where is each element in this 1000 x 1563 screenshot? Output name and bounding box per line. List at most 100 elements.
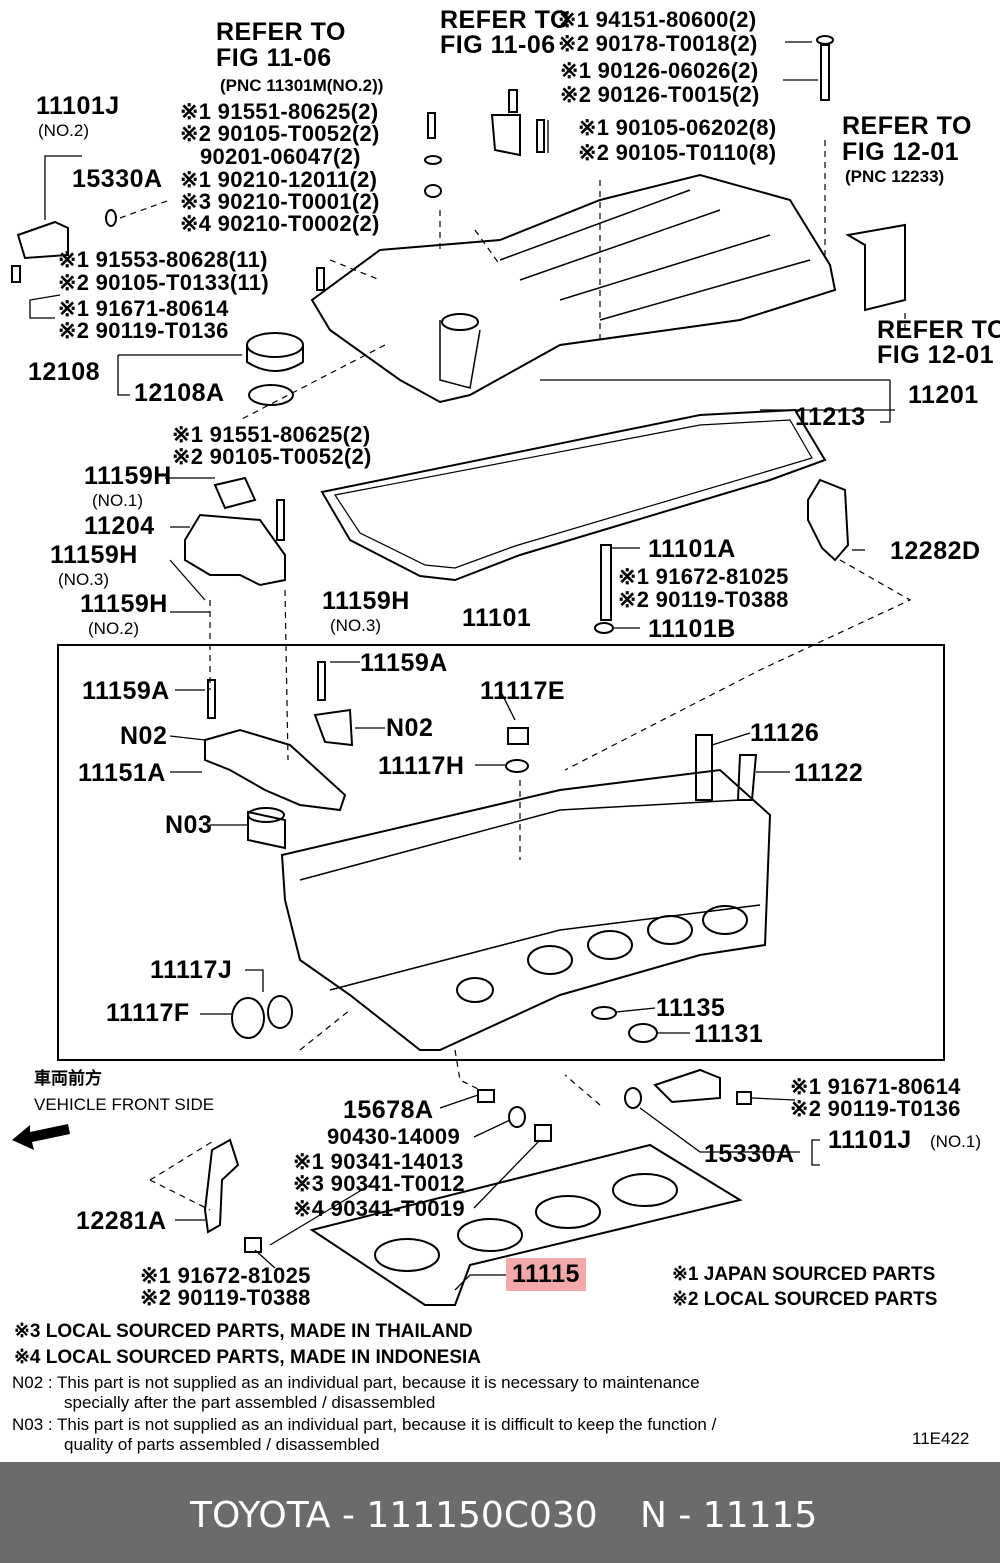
part-number-label[interactable]: 11101J bbox=[36, 92, 120, 120]
part-number-label[interactable]: ※1 90105-06202(8) bbox=[578, 115, 777, 140]
part-number-label[interactable]: ※1 91671-80614 bbox=[58, 296, 229, 321]
part-note-n02: N02 bbox=[386, 714, 434, 742]
part-number-label[interactable]: 11135 bbox=[656, 994, 726, 1022]
part-number-label[interactable]: ※1 91672-81025 bbox=[140, 1263, 311, 1288]
part-number-label[interactable]: 12282D bbox=[890, 537, 981, 565]
part-number-label[interactable]: ※2 90126-T0015(2) bbox=[560, 82, 760, 107]
lash-adjuster bbox=[247, 810, 286, 850]
part-number-label[interactable]: ※3 90341-T0012 bbox=[293, 1171, 465, 1196]
part-number-label[interactable]: ※1 90210-12011(2) bbox=[180, 167, 378, 192]
part-number-label[interactable]: 11159H bbox=[322, 587, 410, 615]
oil-filler-cap bbox=[246, 332, 304, 358]
part-number-label[interactable]: 11151A bbox=[78, 759, 166, 787]
part-number-label[interactable]: ※2 90119-T0388 bbox=[618, 587, 789, 612]
part-number-label[interactable]: 11117H bbox=[378, 752, 465, 780]
part-sub-label: (NO.1) bbox=[92, 491, 143, 510]
part-number-label[interactable]: 11159A bbox=[360, 649, 448, 677]
part-number-label[interactable]: ※2 90105-T0052(2) bbox=[172, 444, 372, 469]
part-number-label[interactable]: 11213 bbox=[795, 403, 866, 431]
refer-label: REFER TO bbox=[216, 18, 346, 46]
note-n03: N03 : This part is not supplied as an in… bbox=[12, 1415, 717, 1434]
refer-pnc-label: (PNC 12233) bbox=[845, 167, 945, 186]
part-number-label[interactable]: 11201 bbox=[908, 381, 979, 409]
part-number-label[interactable]: ※1 91553-80628(11) bbox=[58, 247, 268, 272]
part-number-label[interactable]: 11101 bbox=[462, 604, 532, 632]
part-number-label[interactable]: 11159H bbox=[84, 462, 172, 490]
part-number-label[interactable]: 11204 bbox=[84, 512, 155, 540]
part-number-label[interactable]: 11159H bbox=[50, 541, 138, 569]
part-number-label[interactable]: 11101B bbox=[648, 615, 736, 643]
refer-fig-label[interactable]: FIG 11-06 bbox=[216, 44, 332, 72]
part-number-label[interactable]: ※1 90126-06026(2) bbox=[560, 58, 759, 83]
part-number-label[interactable]: 11131 bbox=[694, 1020, 764, 1048]
tube-11126 bbox=[695, 734, 713, 801]
legend-indonesia: ※4 LOCAL SOURCED PARTS, MADE IN INDONESI… bbox=[14, 1347, 482, 1368]
legend-thailand: ※3 LOCAL SOURCED PARTS, MADE IN THAILAND bbox=[14, 1321, 473, 1342]
highlighted-part-number[interactable]: 11115 bbox=[506, 1258, 586, 1291]
part-number-label[interactable]: ※2 90119-T0136 bbox=[58, 318, 229, 343]
part-number-label[interactable]: ※3 90210-T0001(2) bbox=[180, 189, 380, 214]
part-number-label[interactable]: 11101A bbox=[648, 535, 736, 563]
part-number-label[interactable]: ※2 90105-T0052(2) bbox=[180, 121, 380, 146]
seal-plate-upper bbox=[807, 478, 850, 562]
part-number-label[interactable]: ※1 91551-80625(2) bbox=[172, 422, 371, 447]
front-arrow-icon bbox=[12, 1124, 70, 1150]
note-n03-cont: quality of parts assembled / disassemble… bbox=[64, 1435, 380, 1454]
part-sub-label: (NO.1) bbox=[930, 1132, 981, 1151]
part-number-label[interactable]: 11159A bbox=[82, 677, 170, 705]
figure-code: 11E422 bbox=[912, 1429, 970, 1448]
plug-11117e bbox=[507, 727, 529, 745]
front-side-jp: 車両前方 bbox=[34, 1069, 102, 1088]
parts-diagram: REFER TO FIG 11-06 (PNC 11301M(NO.2)) RE… bbox=[11, 7, 1000, 1454]
part-number-label[interactable]: 11159H bbox=[80, 590, 168, 618]
head-cover-gasket bbox=[320, 408, 827, 582]
refer-fig-label[interactable]: FIG 12-01 bbox=[877, 341, 995, 369]
part-number-label[interactable]: 12281A bbox=[76, 1207, 167, 1235]
part-note-n02: N02 bbox=[120, 722, 168, 750]
part-number-label[interactable]: 11117J bbox=[150, 956, 233, 984]
part-number-label[interactable]: 11101J bbox=[828, 1126, 912, 1154]
part-number-label[interactable]: ※1 91672-81025 bbox=[618, 564, 789, 589]
legend-local-sourced: ※2 LOCAL SOURCED PARTS bbox=[672, 1289, 938, 1310]
part-note-n03: N03 bbox=[165, 811, 213, 839]
bracket-11204 bbox=[184, 513, 286, 587]
part-number-label[interactable]: 90430-14009 bbox=[327, 1124, 460, 1149]
part-number-label[interactable]: 15678A bbox=[343, 1096, 434, 1124]
part-number-label[interactable]: 15330A bbox=[72, 165, 163, 193]
part-number-label[interactable]: ※4 90341-T0019 bbox=[293, 1196, 465, 1221]
note-n02-cont: specially after the part assembled / dis… bbox=[64, 1393, 436, 1412]
refer-fig-label[interactable]: FIG 12-01 bbox=[842, 138, 960, 166]
bearing-cap-n02 bbox=[313, 708, 354, 747]
part-number-label[interactable]: ※1 91671-80614 bbox=[790, 1074, 961, 1099]
part-number-label[interactable]: ※2 90119-T0388 bbox=[140, 1285, 311, 1310]
part-number-label[interactable]: 12108 bbox=[28, 358, 101, 386]
part-number-label[interactable]: ※1 91551-80625(2) bbox=[180, 99, 379, 124]
refer-pnc-label: (PNC 11301M(NO.2)) bbox=[220, 76, 384, 95]
stud-bolt bbox=[600, 544, 612, 621]
part-number-label[interactable]: ※4 90210-T0002(2) bbox=[180, 211, 380, 236]
cylinder-head-group-frame bbox=[57, 644, 945, 1061]
gasket-11135 bbox=[591, 1006, 617, 1020]
footer-part-number: TOYOTA - 111150C030 bbox=[190, 1495, 598, 1536]
part-sub-label: (NO.3) bbox=[330, 616, 381, 635]
part-number-label[interactable]: 90201-06047(2) bbox=[200, 144, 361, 169]
part-number-label[interactable]: 11122 bbox=[794, 759, 864, 787]
part-number-label[interactable]: ※2 90119-T0136 bbox=[790, 1096, 961, 1121]
cylinder-head-cover bbox=[310, 173, 837, 404]
note-n02: N02 : This part is not supplied as an in… bbox=[12, 1373, 700, 1392]
part-number-label[interactable]: ※2 90178-T0018(2) bbox=[558, 31, 758, 56]
part-number-label[interactable]: 11117E bbox=[480, 677, 566, 705]
footer-bar: TOYOTA - 111150C030 N - 11115 bbox=[0, 1462, 1000, 1563]
part-number-label[interactable]: 11117F bbox=[106, 999, 190, 1027]
part-number-label[interactable]: ※1 94151-80600(2) bbox=[558, 7, 757, 32]
part-number-label[interactable]: 11126 bbox=[750, 719, 820, 747]
part-number-label[interactable]: ※2 90105-T0110(8) bbox=[578, 140, 777, 165]
seal-11117f bbox=[231, 997, 265, 1039]
part-number-label[interactable]: ※1 90341-14013 bbox=[293, 1149, 464, 1174]
part-number-label[interactable]: 15330A bbox=[704, 1140, 795, 1168]
refer-fig-label[interactable]: FIG 11-06 bbox=[440, 31, 556, 59]
cylinder-head bbox=[280, 768, 772, 1051]
part-number-label[interactable]: ※2 90105-T0133(11) bbox=[58, 270, 269, 295]
part-number-label[interactable]: 12108A bbox=[134, 379, 225, 407]
cylinder-head-gasket bbox=[309, 1143, 743, 1306]
